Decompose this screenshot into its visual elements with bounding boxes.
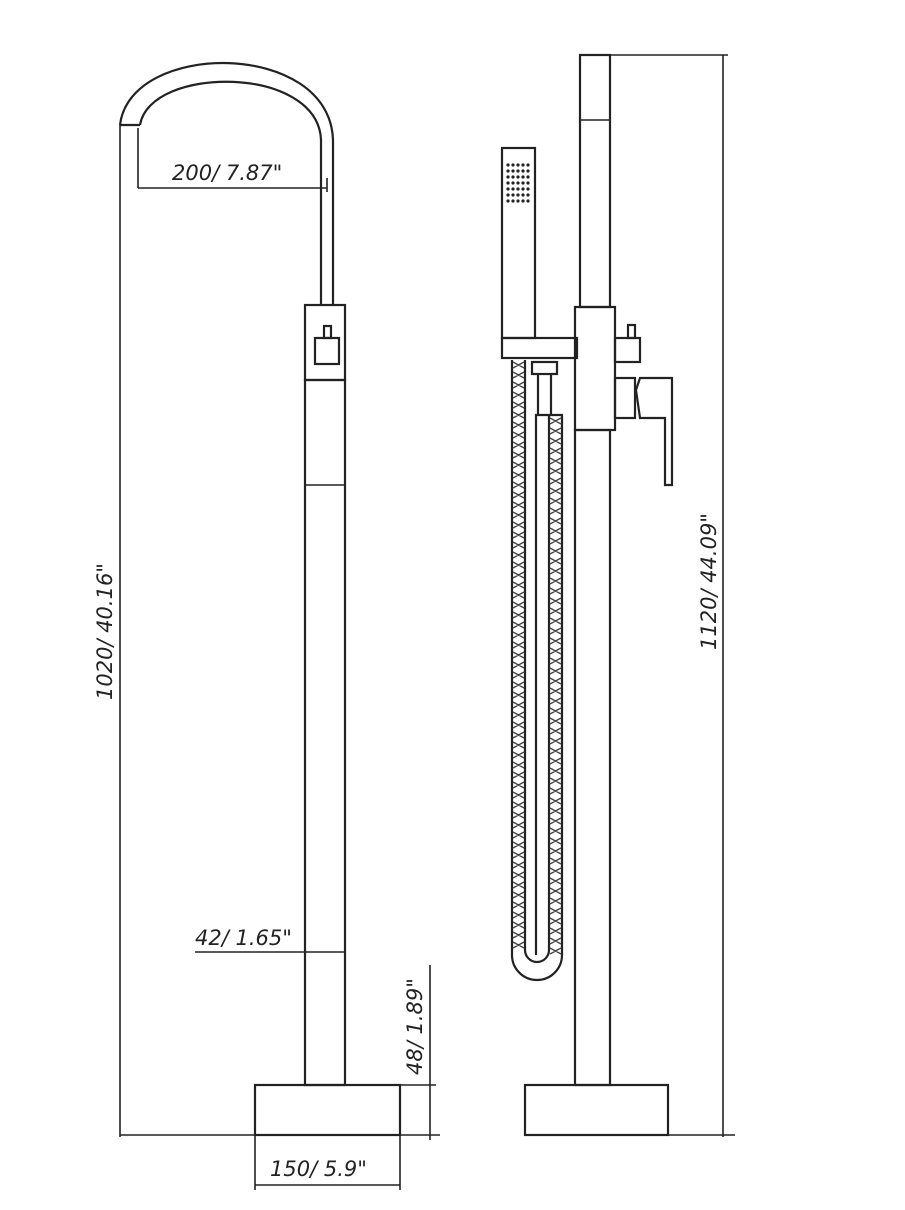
nozzle-dot xyxy=(526,169,530,173)
nozzle-dot xyxy=(526,187,530,191)
dim-right-height: 1120/ 44.09" xyxy=(697,513,721,650)
nozzle-dot xyxy=(521,199,525,203)
nozzle-dot xyxy=(506,175,510,179)
nozzle-dot xyxy=(511,175,515,179)
nozzle-dot xyxy=(526,193,530,197)
hose-nut xyxy=(530,360,559,376)
right-faucet-view: 1120/ 44.09" xyxy=(500,53,735,1137)
nozzle-dot xyxy=(526,199,530,203)
handshower-holder xyxy=(500,336,579,360)
dim-base-width: 150/ 5.9" xyxy=(270,1157,367,1181)
nozzle-dot xyxy=(506,169,510,173)
nozzle-dot xyxy=(526,181,530,185)
nozzle-dot xyxy=(516,175,520,179)
dim-spout-reach: 200/ 7.87" xyxy=(172,161,282,185)
braid-pattern xyxy=(549,417,562,955)
nozzle-dot xyxy=(521,175,525,179)
lever-handle-icon xyxy=(634,376,674,487)
nozzle-dot xyxy=(521,187,525,191)
nozzle-dot xyxy=(511,169,515,173)
nozzle-dot xyxy=(521,181,525,185)
base xyxy=(253,1083,402,1137)
nozzle-dot xyxy=(506,199,510,203)
shower-hose xyxy=(510,360,564,982)
nozzle-dot xyxy=(526,163,530,167)
nozzle-dot xyxy=(506,181,510,185)
nozzle-dot xyxy=(526,175,530,179)
nozzle-dot xyxy=(516,199,520,203)
nozzle-dot xyxy=(516,163,520,167)
nozzle-dot xyxy=(516,187,520,191)
shower-column xyxy=(578,53,612,309)
dim-left-height: 1020/ 40.16" xyxy=(93,563,117,700)
nozzle-dot xyxy=(511,181,515,185)
nozzle-dot xyxy=(511,187,515,191)
nozzle-dot xyxy=(521,193,525,197)
spout-outer xyxy=(118,62,335,305)
nozzle-dot xyxy=(511,193,515,197)
nozzle-dot xyxy=(506,187,510,191)
nozzle-dot xyxy=(506,193,510,197)
nozzle-dot xyxy=(516,181,520,185)
nozzle-dot xyxy=(516,193,520,197)
braid-pattern xyxy=(512,361,525,949)
nozzle-grid xyxy=(506,163,530,203)
left-faucet-view: 200/ 7.87" 1020/ 40.16" 42/ 1.65" 48/ 1.… xyxy=(93,62,440,1190)
column-right xyxy=(573,428,612,1087)
dim-column-diameter: 42/ 1.65" xyxy=(195,926,292,950)
dim-base-height: 48/ 1.89" xyxy=(403,978,427,1075)
nozzle-dot xyxy=(511,163,515,167)
nozzle-dot xyxy=(521,163,525,167)
nozzle-dot xyxy=(506,163,510,167)
nozzle-dot xyxy=(516,169,520,173)
spout-inner xyxy=(138,80,323,305)
nozzle-dot xyxy=(511,199,515,203)
hose-braid xyxy=(512,361,562,955)
valve-body-right xyxy=(573,305,617,432)
nozzle-dot xyxy=(521,169,525,173)
knob-icon xyxy=(313,336,341,366)
base-right xyxy=(523,1083,670,1137)
